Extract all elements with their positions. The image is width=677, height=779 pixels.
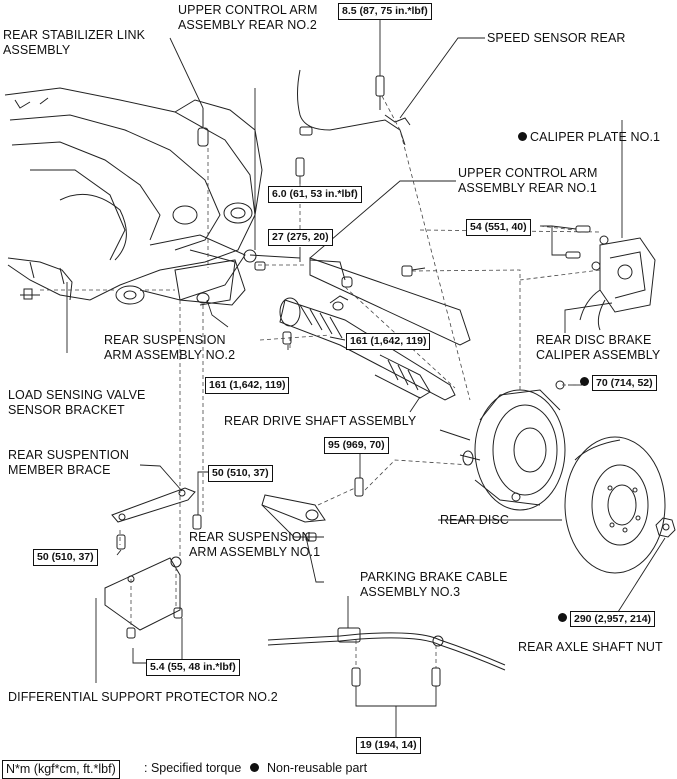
torque-protector: 5.4 (55, 48 in.*lbf)	[146, 659, 240, 676]
torque-upper-arm-no1: 70 (714, 52)	[580, 375, 657, 391]
torque-arm-no1: 95 (969, 70)	[324, 437, 389, 454]
legend-torque-unit: N*m (kgf*cm, ft.*lbf)	[2, 760, 120, 779]
load-sensing-bracket-illustration	[7, 257, 73, 301]
label-rear-suspension-arm-no2: REAR SUSPENSION ARM ASSEMBLY NO.2	[104, 333, 236, 362]
upper-arm-no2-bolt-illustration	[243, 249, 301, 271]
torque-brace-right: 50 (510, 37)	[208, 465, 273, 482]
label-upper-control-arm-no2: UPPER CONTROL ARM ASSEMBLY REAR NO.2	[178, 3, 318, 32]
label-rear-disc-brake-caliper: REAR DISC BRAKE CALIPER ASSEMBLY	[536, 333, 661, 362]
label-differential-support-protector: DIFFERENTIAL SUPPORT PROTECTOR NO.2	[8, 690, 278, 704]
label-load-sensing-valve: LOAD SENSING VALVE SENSOR BRACKET	[8, 388, 146, 417]
parking-brake-cable-illustration	[267, 627, 506, 687]
label-rear-disc: REAR DISC	[440, 513, 509, 527]
torque-caliper: 54 (551, 40)	[466, 219, 531, 236]
axle-nut-illustration	[655, 517, 676, 538]
brake-caliper-illustration	[565, 225, 656, 331]
non-reusable-dot-icon	[558, 613, 567, 622]
torque-axle-nut: 290 (2,957, 214)	[558, 611, 656, 627]
torque-speed-sensor-clamp: 6.0 (61, 53 in.*lbf)	[268, 186, 362, 203]
label-caliper-plate: CALIPER PLATE NO.1	[518, 130, 660, 145]
rear-disc-illustration	[564, 436, 666, 574]
label-speed-sensor-rear: SPEED SENSOR REAR	[487, 31, 626, 45]
label-rear-suspension-arm-no1: REAR SUSPENSION ARM ASSEMBLY NO.1	[189, 530, 321, 559]
torque-upper-arm-no2: 27 (275, 20)	[268, 229, 333, 246]
non-reusable-dot-icon	[518, 132, 527, 141]
differential-protector-illustration	[104, 556, 183, 639]
torque-drive-shaft-outer: 161 (1,642, 119)	[346, 333, 431, 350]
label-rear-suspension-member-brace: REAR SUSPENTION MEMBER BRACE	[8, 448, 129, 477]
axle-hub-illustration	[439, 380, 566, 511]
stabilizer-link-illustration	[197, 108, 209, 147]
torque-brace-left: 50 (510, 37)	[33, 549, 98, 566]
torque-drive-shaft-inner: 161 (1,642, 119)	[205, 377, 290, 394]
label-parking-brake-cable: PARKING BRAKE CABLE ASSEMBLY NO.3	[360, 570, 508, 599]
label-rear-axle-shaft-nut: REAR AXLE SHAFT NUT	[518, 640, 663, 654]
torque-speed-sensor-bolt: 8.5 (87, 75 in.*lbf)	[338, 3, 432, 20]
label-upper-control-arm-no1: UPPER CONTROL ARM ASSEMBLY REAR NO.1	[458, 166, 598, 195]
non-reusable-dot-icon	[250, 763, 259, 772]
label-rear-stabilizer-link: REAR STABILIZER LINK ASSEMBLY	[3, 28, 146, 57]
legend-non-reusable: Non-reusable part	[250, 760, 367, 777]
non-reusable-dot-icon	[580, 377, 589, 386]
rear-drive-shaft-illustration	[279, 295, 456, 401]
legend-torque-desc: : Specified torque	[144, 761, 242, 775]
label-rear-drive-shaft: REAR DRIVE SHAFT ASSEMBLY	[224, 414, 417, 428]
suspension-arm-no2-illustration	[174, 259, 246, 306]
upper-control-arm-no1-illustration	[309, 257, 471, 346]
rear-suspension-member-illustration	[4, 87, 263, 306]
torque-parking-cable: 19 (194, 14)	[356, 737, 421, 754]
member-brace-illustration	[111, 487, 202, 550]
speed-sensor-illustration	[295, 69, 411, 177]
